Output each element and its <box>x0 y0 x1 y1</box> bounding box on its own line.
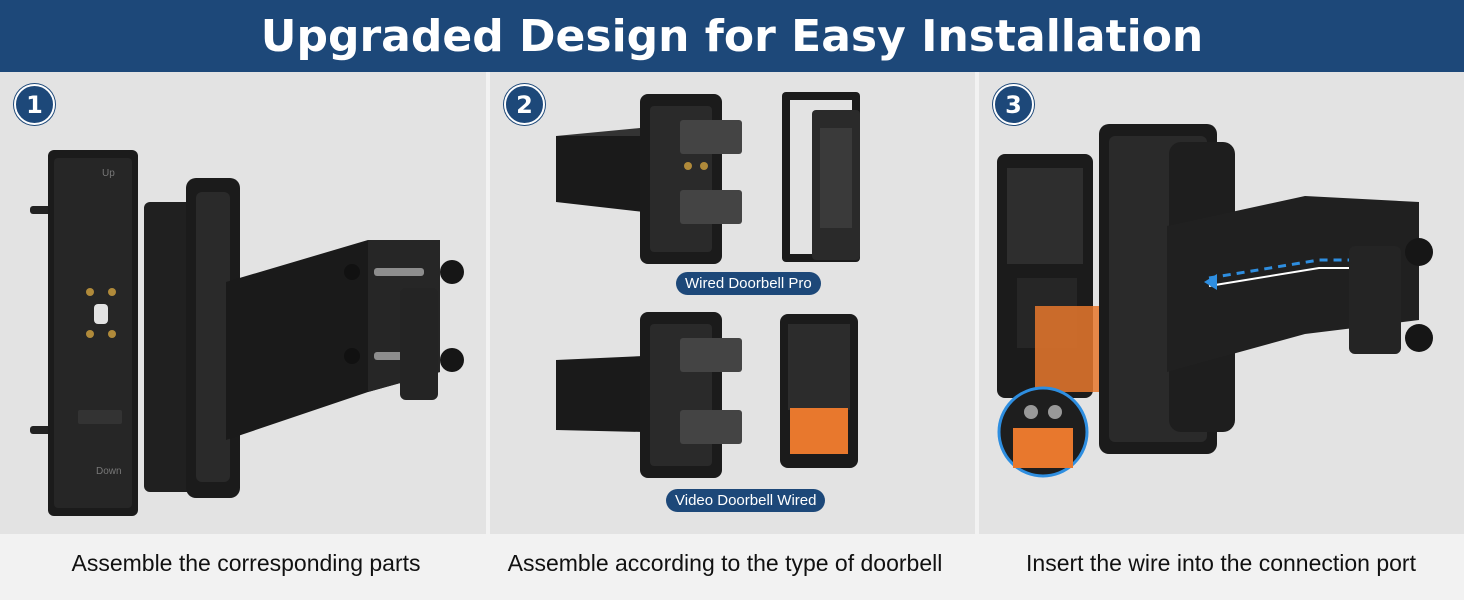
bracket-top <box>556 128 644 212</box>
knob-icon <box>400 260 464 400</box>
adapter-top <box>640 94 742 264</box>
step-2-panel: 2 Wired Doorbell Pro Video Doorbell Wire… <box>490 72 975 534</box>
step-3-badge: 3 <box>993 84 1034 125</box>
title-banner: Upgraded Design for Easy Installation <box>0 0 1464 72</box>
video-doorbell-wired-label: Video Doorbell Wired <box>666 489 826 512</box>
step-1-panel: Up Down 1 <box>0 72 486 534</box>
step-3-panel: 3 <box>979 72 1464 534</box>
up-mark: Up <box>102 168 115 179</box>
wall-plate: Up Down <box>48 150 138 516</box>
step-2-badge: 2 <box>504 84 545 125</box>
step-1-caption: Assemble the corresponding parts <box>71 550 421 576</box>
step-3-illustration <box>997 124 1433 478</box>
bracket-bottom <box>556 356 644 432</box>
doorbell-pro <box>782 92 860 262</box>
bracket <box>1167 196 1419 372</box>
zoom-inset <box>997 386 1089 478</box>
step-3-caption: Insert the wire into the connection port <box>1026 550 1416 576</box>
step-2-caption: Assemble according to the type of doorbe… <box>507 550 943 576</box>
wired-doorbell-pro-label: Wired Doorbell Pro <box>676 272 821 295</box>
step-2-illustration <box>556 92 860 478</box>
step-1-illustration: Up Down <box>30 150 464 516</box>
down-mark: Down <box>96 466 122 477</box>
knob-icon <box>1349 238 1433 354</box>
screw-icon <box>30 206 52 434</box>
adapter-plate <box>144 178 240 498</box>
step-1-badge: 1 <box>14 84 55 125</box>
doorbell-wired <box>780 314 858 468</box>
page-title: Upgraded Design for Easy Installation <box>260 10 1204 62</box>
adapter-bottom <box>640 312 742 478</box>
